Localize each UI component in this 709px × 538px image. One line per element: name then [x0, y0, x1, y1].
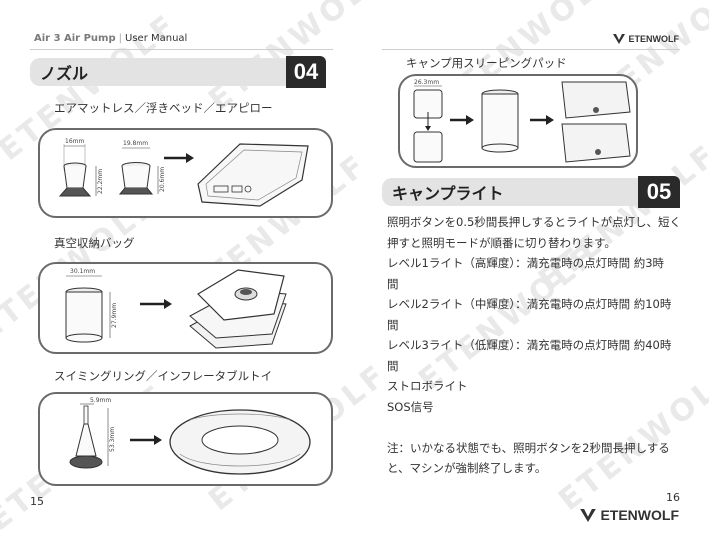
- header-separator: |: [118, 33, 123, 44]
- group-label: キャンプ用スリーピングパッド: [406, 56, 567, 70]
- dim-label: 27.9mm: [111, 303, 118, 328]
- text-line: 間: [387, 358, 399, 373]
- illustration-panel: 26.3mm: [398, 74, 638, 168]
- camp-light-instructions: 照明ボタンを0.5秒間長押しするとライトが点灯し、短く 押すと照明モードが順番に…: [387, 212, 687, 479]
- section-number: 04: [286, 56, 326, 88]
- section-title: キャンプライト: [392, 184, 504, 203]
- dim-label: 20.6mm: [159, 167, 166, 192]
- section-number: 05: [638, 176, 680, 208]
- text-line: ストロボライト: [387, 379, 468, 393]
- text-line: 間: [387, 276, 399, 291]
- text-line: 照明ボタンを0.5秒間長押しするとライトが点灯し、短く: [387, 215, 682, 229]
- group-label: エアマットレス／浮きベッド／エアピロー: [54, 101, 273, 115]
- dim-label: 16mm: [65, 138, 84, 145]
- wolf-logo-icon: [612, 34, 625, 44]
- dim-label: 5.9mm: [90, 397, 111, 404]
- section-title-bar: キャンプライト: [382, 178, 638, 206]
- nozzle-air-mattress-illustration: 16mm 22.2mm 19.8mm 20.6mm: [58, 138, 309, 207]
- footer-logo: ETENWOLF: [580, 507, 679, 523]
- dim-label: 19.8mm: [123, 140, 148, 147]
- group-label: 真空収納バッグ: [54, 236, 135, 250]
- header-title: Air 3 Air Pump|User Manual: [34, 33, 187, 44]
- header-divider: [30, 49, 333, 50]
- page-number: 16: [666, 491, 680, 504]
- doc-title: User Manual: [125, 33, 188, 44]
- nozzle-swim-ring-illustration: 5.9mm 53.3mm: [69, 397, 311, 475]
- illustration-panel: 30.1mm 27.9mm: [38, 262, 333, 354]
- group-label: スイミングリング／インフレータブルトイ: [54, 369, 273, 383]
- dim-label: 22.2mm: [97, 169, 104, 194]
- wolf-logo-icon: [580, 508, 597, 522]
- text-line: SOS信号: [387, 399, 434, 414]
- text-line: レベル1ライト（高輝度）：満充電時の点灯時間 約3時: [387, 256, 665, 270]
- section-title-bar: ノズル: [30, 58, 286, 86]
- dim-label: 53.3mm: [109, 427, 116, 452]
- page-number: 15: [30, 495, 44, 508]
- text-line: 注：いかなる状態でも、照明ボタンを2秒間長押しする: [387, 440, 670, 455]
- brand-name: Air 3 Air Pump: [34, 33, 116, 44]
- header-divider: [382, 49, 680, 50]
- header-logo: ETENWOLF: [612, 34, 680, 44]
- text-line: と、マシンが強制終了します。: [387, 461, 547, 475]
- dim-label: 26.3mm: [414, 79, 439, 86]
- logo-text: ETENWOLF: [628, 34, 680, 44]
- text-line: レベル3ライト（低輝度）：満充電時の点灯時間 約40時: [387, 338, 672, 352]
- nozzle-vacuum-bag-illustration: 30.1mm 27.9mm: [65, 268, 287, 349]
- text-line: 間: [387, 317, 399, 332]
- illustration-panel: 5.9mm 53.3mm: [38, 392, 333, 486]
- logo-text: ETENWOLF: [600, 507, 679, 523]
- text-line: レベル2ライト（中輝度）：満充電時の点灯時間 約10時: [387, 297, 672, 311]
- dim-label: 30.1mm: [70, 268, 95, 275]
- sleeping-pad-illustration: 26.3mm: [413, 79, 631, 163]
- illustration-panel: 16mm 22.2mm 19.8mm 20.6mm: [38, 128, 333, 218]
- section-title: ノズル: [40, 64, 89, 83]
- text-line: 押すと照明モードが順番に切り替わります。: [387, 235, 616, 250]
- text-line: [387, 417, 687, 438]
